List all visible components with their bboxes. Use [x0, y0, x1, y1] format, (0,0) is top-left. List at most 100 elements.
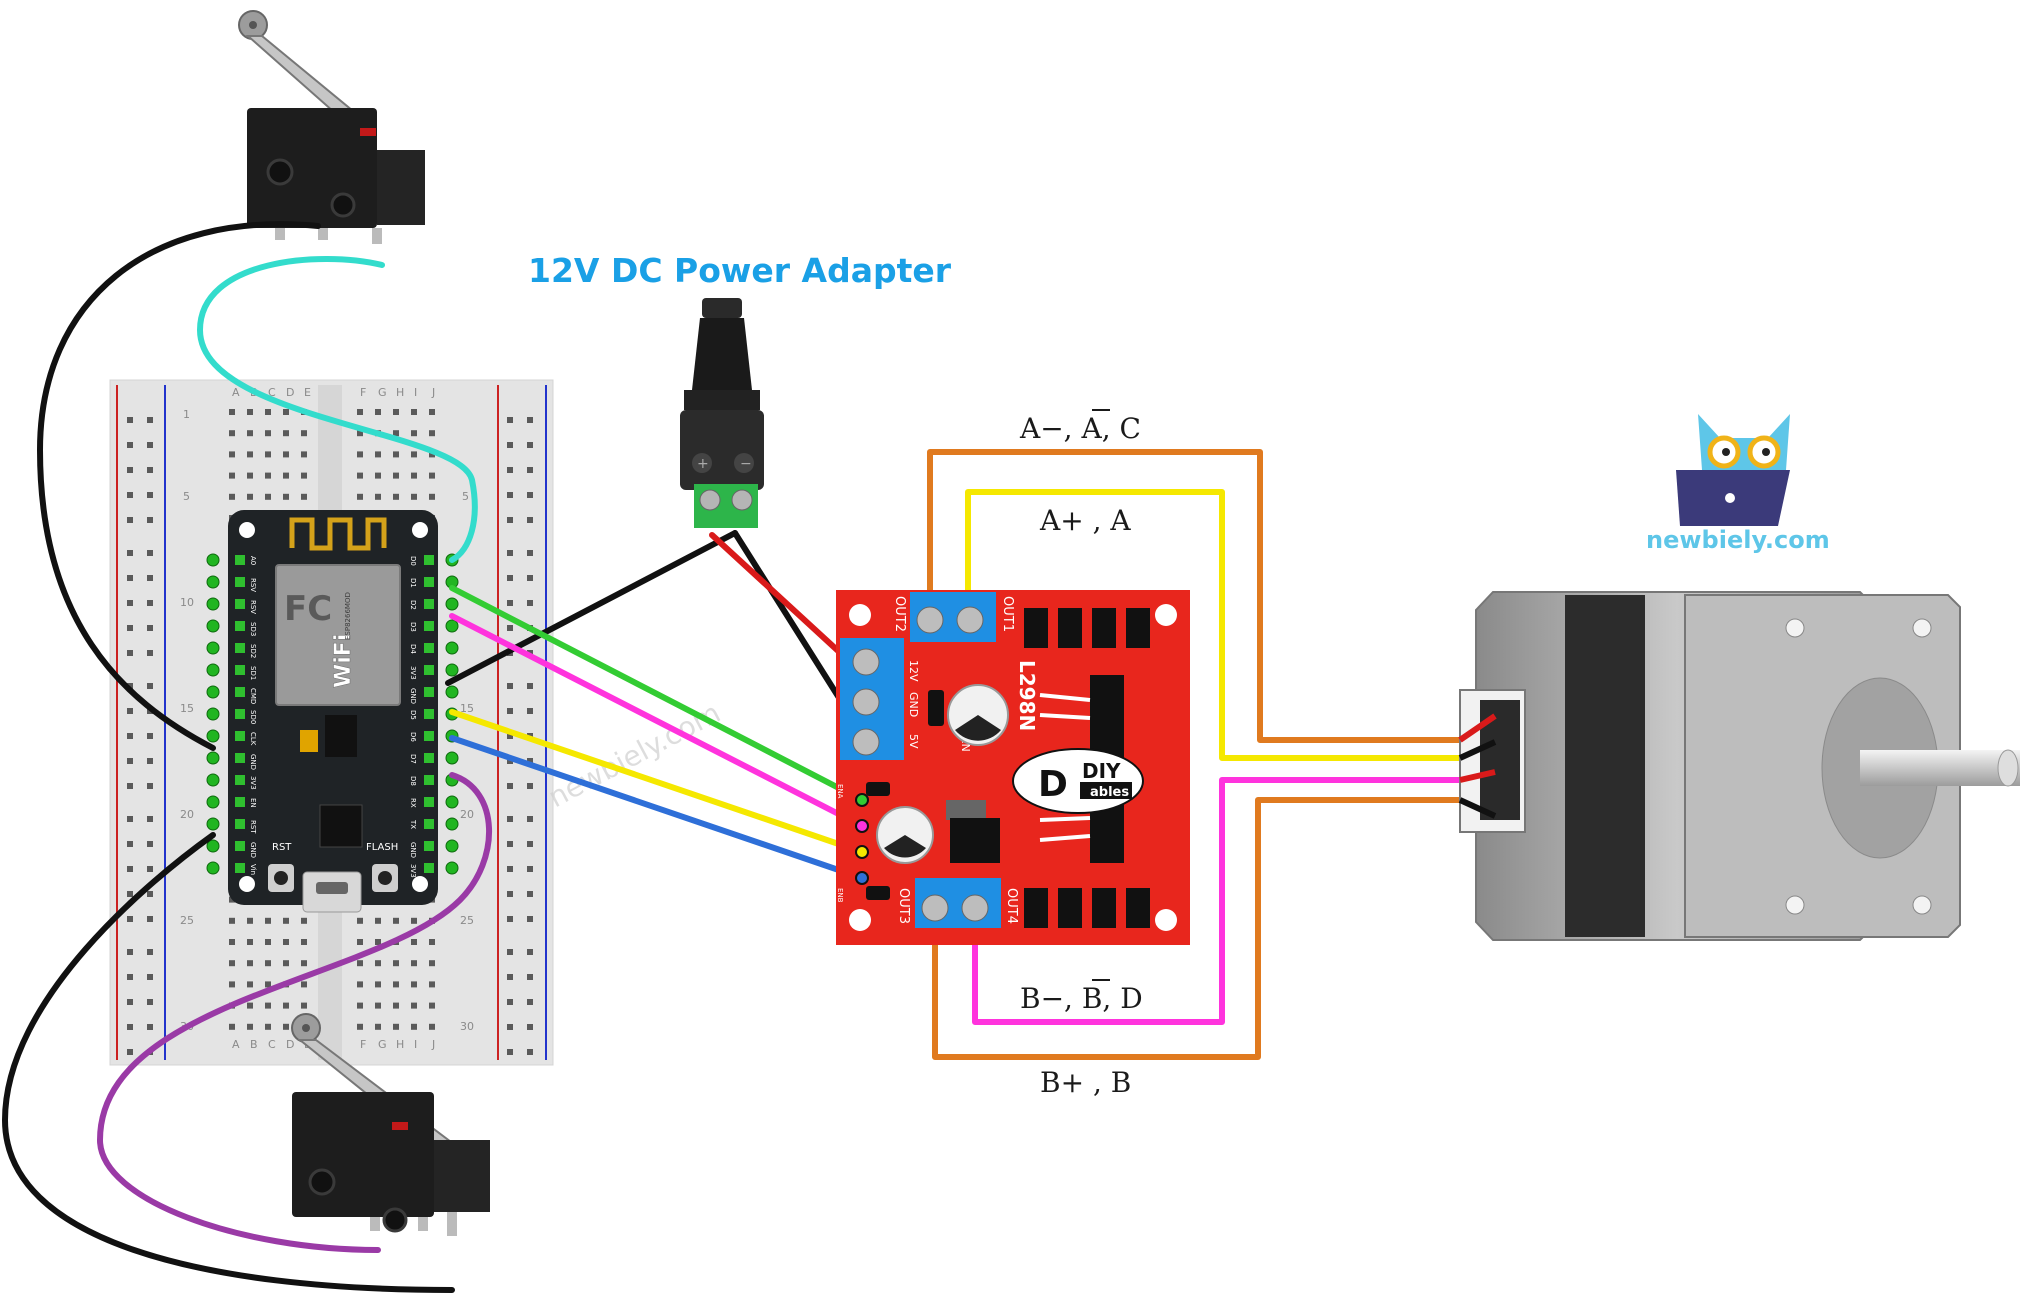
esp-pin-right[interactable]: [445, 685, 459, 699]
esp-header-pin: [235, 731, 245, 741]
cp2102-chip: [319, 804, 363, 848]
esp-module-label: ESP8266MOD: [344, 592, 352, 640]
breadboard-hole: [429, 493, 435, 500]
breadboard-hole: [411, 430, 417, 437]
esp-header-pin: [235, 555, 245, 565]
site-name: newbiely.com: [1646, 526, 1830, 554]
breadboard-hole: [429, 409, 435, 415]
breadboard-hole: [411, 939, 417, 945]
breadboard-hole: [357, 430, 363, 437]
esp-pin-left[interactable]: [206, 619, 220, 633]
jack-body: [680, 410, 764, 490]
breadboard-hole: [375, 493, 381, 500]
label-b-plus: B+ , B: [1040, 1066, 1131, 1099]
wire-magenta-d6: [449, 613, 865, 829]
jumper-ena[interactable]: [866, 782, 890, 796]
mount-hole: [849, 909, 871, 931]
power-rail-hole: [127, 1049, 133, 1055]
breadboard-hole: [229, 472, 235, 479]
esp-header-pin: [424, 731, 434, 741]
label-b-minus: B−, B, D: [1020, 982, 1143, 1015]
switch-pin: [418, 1217, 428, 1231]
esp-header-pin: [235, 643, 245, 653]
esp-pin-left[interactable]: [206, 641, 220, 655]
breadboard-hole: [283, 960, 289, 967]
breadboard-hole: [411, 1002, 417, 1009]
esp-pin-left[interactable]: [206, 839, 220, 853]
esp-pin-left[interactable]: [206, 861, 220, 875]
esp-pin-left[interactable]: [206, 729, 220, 743]
esp-header-pin: [424, 577, 434, 587]
pin-in1[interactable]: [855, 793, 869, 807]
power-rail-hole: [147, 600, 153, 606]
breadboard-hole: [375, 960, 381, 967]
breadboard-hole: [429, 1023, 435, 1030]
power-rail-hole: [127, 916, 133, 922]
power-rail-hole: [147, 575, 153, 581]
row-label-20: 20: [180, 808, 194, 821]
terminal-screw: [961, 894, 989, 922]
jumper-5ven[interactable]: [928, 690, 944, 726]
limit-switch-top: [238, 10, 425, 244]
esp-pin-right[interactable]: [445, 641, 459, 655]
col-label-h: H: [396, 386, 404, 399]
heatsink-leads: [1039, 693, 1091, 842]
power-rail-hole: [507, 417, 513, 423]
power-rail-hole: [147, 999, 153, 1005]
fcc-logo: FC: [284, 589, 332, 629]
power-rail-hole: [507, 575, 513, 581]
power-rail-hole: [147, 625, 153, 631]
esp-pin-left[interactable]: [206, 773, 220, 787]
chip-label: L298N: [1015, 660, 1039, 731]
esp-pin-label: SD0: [249, 710, 257, 724]
jumper-enb[interactable]: [866, 886, 890, 900]
esp-pin-label: D0: [409, 556, 417, 566]
breadboard-hole: [247, 981, 253, 988]
esp-pin-left[interactable]: [206, 575, 220, 589]
breadboard-hole: [301, 1002, 307, 1009]
breadboard-hole: [229, 430, 235, 437]
jack-tip: [702, 298, 742, 318]
breadboard-hole: [247, 1002, 253, 1009]
label-gnd: GND: [907, 692, 920, 717]
esp-pin-right[interactable]: [445, 663, 459, 677]
esp-pin-label: D8: [409, 776, 417, 786]
esp-pin-left[interactable]: [206, 817, 220, 831]
esp-pin-left[interactable]: [206, 751, 220, 765]
breadboard-hole: [301, 493, 307, 500]
esp-pin-right[interactable]: [445, 817, 459, 831]
esp-pin-label: D5: [409, 710, 417, 720]
esp-pin-right[interactable]: [445, 839, 459, 853]
col-label-j-bottom: J: [431, 1038, 435, 1051]
esp-pin-left[interactable]: [206, 663, 220, 677]
terminal-screw: [852, 728, 880, 756]
esp-header-pin: [235, 753, 245, 763]
breadboard-hole: [411, 981, 417, 988]
power-rail-hole: [527, 467, 533, 473]
esp-pin-left[interactable]: [206, 795, 220, 809]
pin-in4[interactable]: [855, 871, 869, 885]
esp-pin-right[interactable]: [445, 795, 459, 809]
esp-pin-label: CLK: [249, 732, 257, 746]
esp-pin-right[interactable]: [445, 861, 459, 875]
esp-pin-right[interactable]: [445, 597, 459, 611]
power-rail-hole: [507, 733, 513, 739]
power-rail-hole: [527, 492, 533, 498]
diyables-logo-top: DIY: [1082, 759, 1121, 783]
power-rail-hole: [147, 492, 153, 498]
esp-pin-left[interactable]: [206, 707, 220, 721]
esp-pin-label: RSV: [249, 578, 257, 592]
esp-pin-right[interactable]: [445, 619, 459, 633]
rst-button-cap: [274, 871, 288, 885]
row-label-10: 10: [180, 596, 194, 609]
roller-axle: [302, 1024, 310, 1032]
power-rail-hole: [127, 575, 133, 581]
breadboard-hole: [429, 981, 435, 988]
esp-pin-right[interactable]: [445, 751, 459, 765]
esp-pin-left[interactable]: [206, 597, 220, 611]
esp-pin-left[interactable]: [206, 685, 220, 699]
pin-in2[interactable]: [855, 819, 869, 833]
esp-pin-left[interactable]: [206, 553, 220, 567]
terminal-screw: [956, 606, 984, 634]
pin-in3[interactable]: [855, 845, 869, 859]
